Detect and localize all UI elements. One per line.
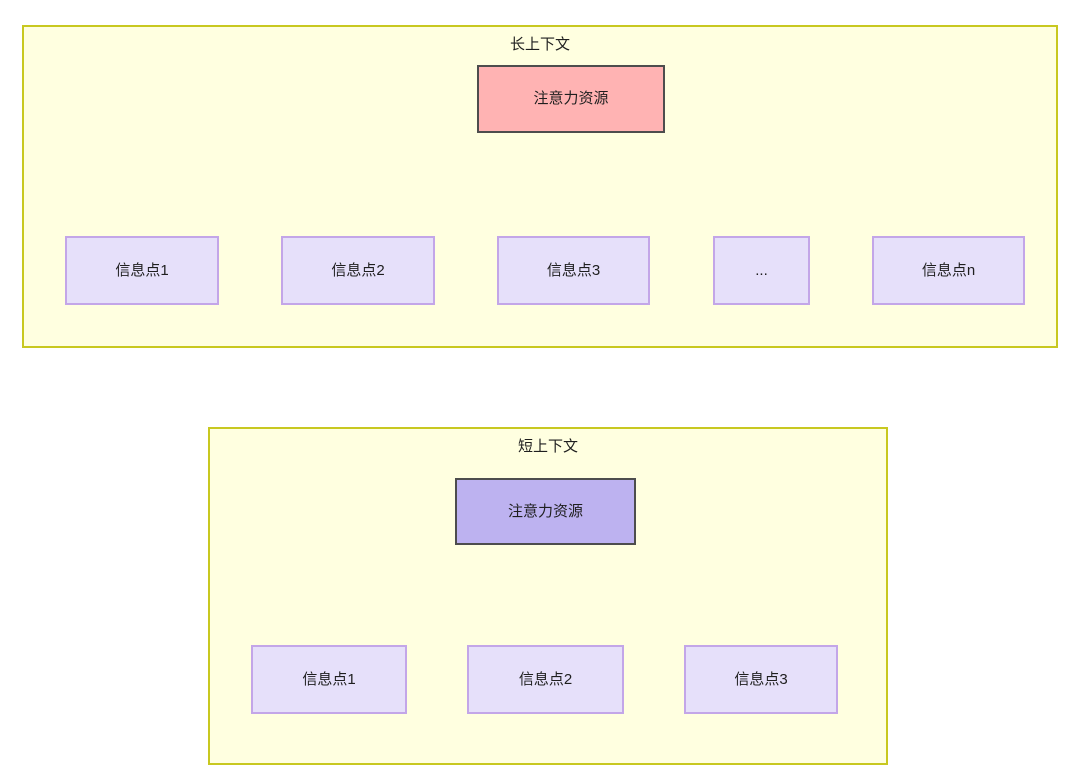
node-long-context-attention-resource[interactable]: 注意力资源 [477,65,665,133]
node-long-context-info-point-n[interactable]: 信息点n [872,236,1025,305]
group-short-context-title: 短上下文 [517,438,578,455]
node-long-context-info-point-ellipsis[interactable]: ... [713,236,810,305]
node-long-context-info-point-1[interactable]: 信息点1 [65,236,219,305]
group-long-context-title: 长上下文 [509,36,570,53]
node-short-context-attention-resource[interactable]: 注意力资源 [455,478,636,545]
node-short-context-info-point-2[interactable]: 信息点2 [467,645,624,714]
node-long-context-info-point-2[interactable]: 信息点2 [281,236,435,305]
node-short-context-info-point-1[interactable]: 信息点1 [251,645,407,714]
node-long-context-info-point-3[interactable]: 信息点3 [497,236,650,305]
node-short-context-info-point-3[interactable]: 信息点3 [684,645,838,714]
